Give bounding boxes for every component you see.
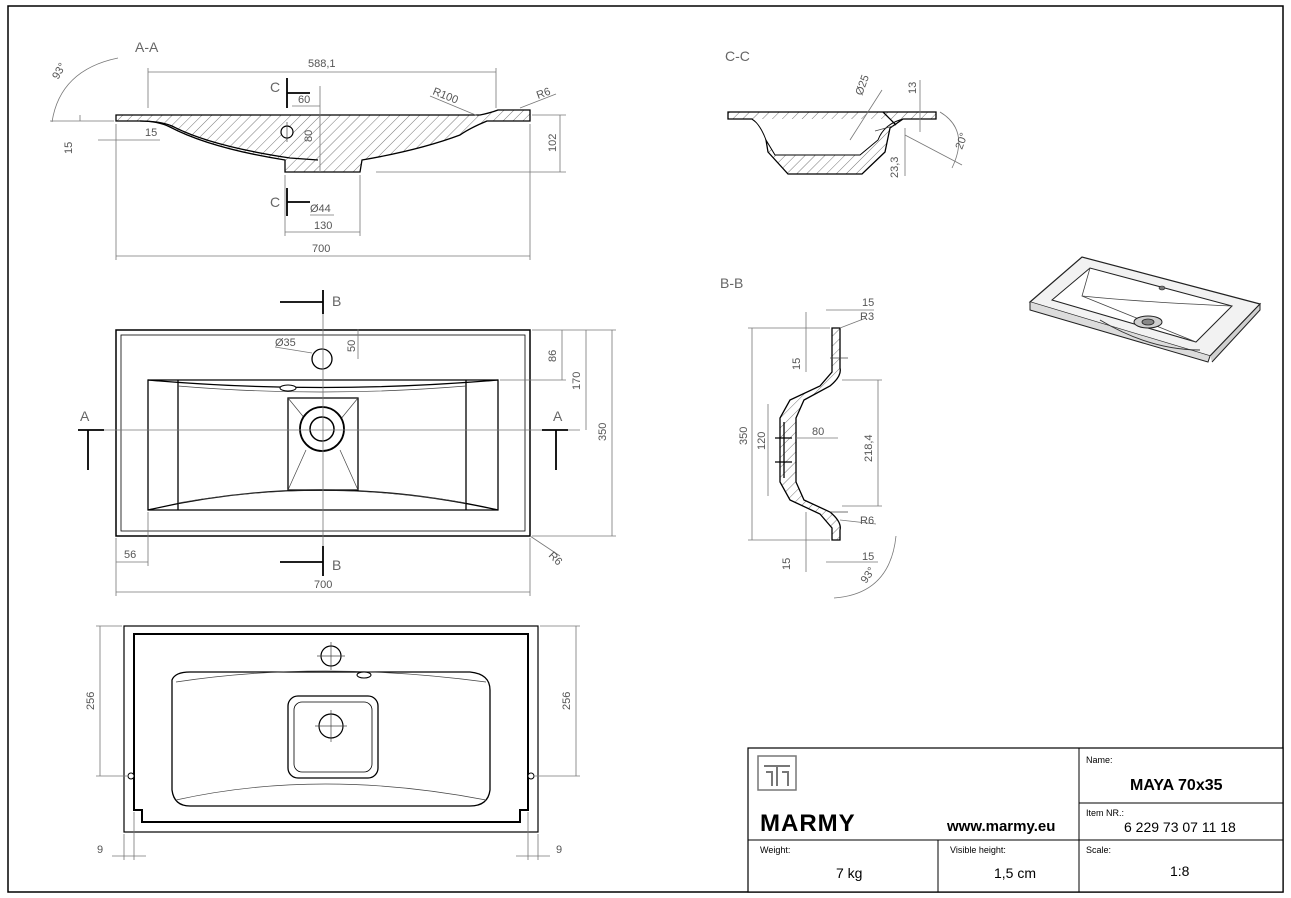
- item-value: 6 229 73 07 11 18: [1124, 819, 1236, 835]
- dimension-label: 80: [303, 130, 315, 142]
- title-block: MARMY www.marmy.eu Name: MAYA 70x35 Item…: [747, 747, 1284, 893]
- dimension-label: 15: [791, 358, 803, 370]
- dimension-label: R100: [431, 86, 460, 107]
- brand-logo-text: MARMY: [760, 810, 856, 837]
- dimension-label: 80: [812, 426, 824, 438]
- dim-588-label: 588,1: [308, 58, 336, 70]
- section-aa-view: A-A 588,1 700 130 Ø44 60 80 102 15 15: [50, 39, 566, 260]
- dimension-label: 50: [346, 340, 358, 352]
- dimension-label: 13: [907, 82, 919, 94]
- dimension-label: 15: [63, 142, 75, 154]
- dimension-label: 15: [862, 551, 874, 563]
- section-marker: C: [270, 194, 280, 210]
- section-bb-label: B-B: [720, 275, 743, 291]
- dimension-label: 170: [571, 372, 583, 390]
- dimension-label: 256: [561, 692, 573, 710]
- dimension-label: R6: [535, 86, 552, 102]
- section-marker: A: [80, 408, 90, 424]
- dimension-label: 93°: [50, 61, 69, 81]
- section-cc-label: C-C: [725, 48, 750, 64]
- weight-value: 7 kg: [836, 865, 862, 881]
- dimension-label: 56: [124, 549, 136, 561]
- name-value: MAYA 70x35: [1130, 777, 1223, 794]
- dimension-label: 350: [738, 427, 750, 445]
- dimension-label: 9: [556, 844, 562, 856]
- dimension-label: 20°: [954, 131, 971, 151]
- section-marker: B: [332, 557, 341, 573]
- dimension-label: 700: [314, 579, 332, 591]
- dimension-label: R3: [860, 311, 874, 323]
- dimension-label: R6: [860, 515, 874, 527]
- dimension-label: 60: [298, 94, 310, 106]
- item-label: Item NR.:: [1086, 808, 1124, 818]
- section-cc-view: C-C Ø25 13 23,3 20°: [725, 48, 971, 178]
- section-bb-view: B-B 15 R3 15 350 120 80 218,4 R6 15 15 9…: [720, 275, 897, 599]
- dimension-label: 15: [781, 558, 793, 570]
- sheet-border: [7, 5, 1284, 893]
- dimension-label: 102: [547, 134, 559, 152]
- marmy-logo-icon: [757, 755, 797, 791]
- dimension-label: Ø25: [854, 73, 872, 97]
- section-aa-label: A-A: [135, 39, 159, 55]
- dimension-label: 350: [597, 423, 609, 441]
- top-view: Ø35 50 86 170 350 56 700 R6 B B A A: [78, 290, 616, 596]
- visible-height-label: Visible height:: [950, 845, 1006, 855]
- dimension-label: 15: [862, 297, 874, 309]
- bottom-view: 256 256 9 9: [85, 625, 580, 860]
- dim-700-aa-label: 700: [312, 243, 330, 255]
- dimension-label: 86: [547, 350, 559, 362]
- website-link: www.marmy.eu: [946, 818, 1055, 835]
- dimension-label: 130: [314, 220, 332, 232]
- dimension-label: 120: [756, 432, 768, 450]
- dimension-label: 218,4: [863, 434, 875, 462]
- section-marker: A: [553, 408, 563, 424]
- dimension-label: 23,3: [889, 157, 901, 178]
- weight-label: Weight:: [760, 845, 790, 855]
- dimension-label: Ø44: [310, 203, 331, 215]
- scale-label: Scale:: [1086, 845, 1111, 855]
- name-label: Name:: [1086, 755, 1113, 765]
- dimension-label: 256: [85, 692, 97, 710]
- dimension-label: 15: [145, 127, 157, 139]
- isometric-view: [1028, 256, 1262, 363]
- section-marker: B: [332, 293, 341, 309]
- visible-height-value: 1,5 cm: [994, 865, 1036, 881]
- dimension-label: R6: [546, 550, 564, 568]
- dimension-label: 9: [97, 844, 103, 856]
- scale-value: 1:8: [1170, 863, 1190, 879]
- section-marker: C: [270, 79, 280, 95]
- dimension-label: Ø35: [275, 337, 296, 349]
